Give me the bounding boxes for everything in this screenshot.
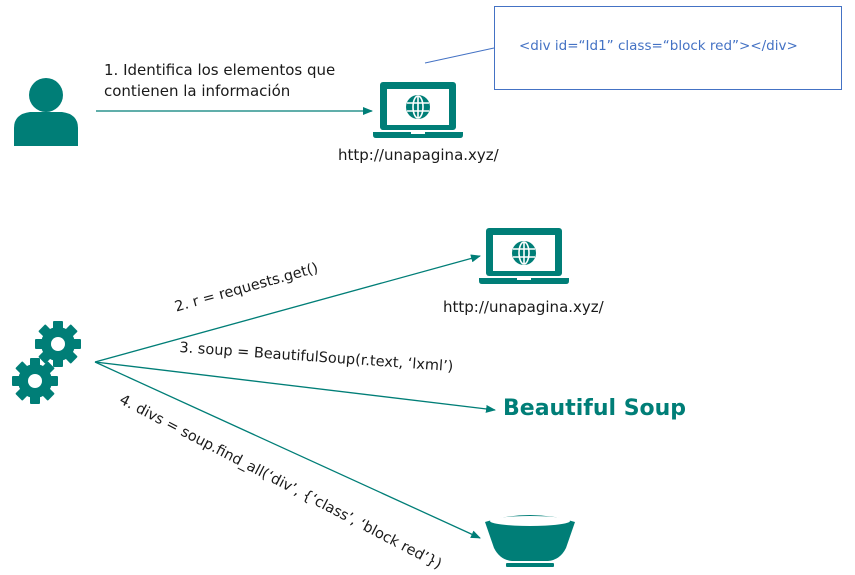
beautiful-soup-label: Beautiful Soup (503, 396, 687, 421)
url-label-top: http://unapagina.xyz/ (338, 146, 499, 164)
url-label-bottom: http://unapagina.xyz/ (443, 298, 604, 316)
step1-line2: contienen la información (104, 82, 291, 100)
laptop-globe-icon (479, 228, 569, 284)
user-icon (14, 78, 78, 146)
bowl-icon (485, 515, 575, 567)
laptop-globe-icon (373, 82, 463, 138)
code-snippet: <div id=“Id1” class=“block red”></div> (519, 38, 798, 54)
code-callout-box (494, 6, 842, 90)
step1-line1: 1. Identifica los elementos que (104, 61, 336, 79)
step1-label: 1. Identifica los elementos que contiene… (104, 60, 374, 102)
arrow-step3 (94, 361, 496, 413)
callout-connector (424, 47, 495, 64)
arrow-step2 (94, 254, 481, 363)
arrow-step4 (94, 361, 481, 539)
gears-icon (12, 321, 81, 404)
